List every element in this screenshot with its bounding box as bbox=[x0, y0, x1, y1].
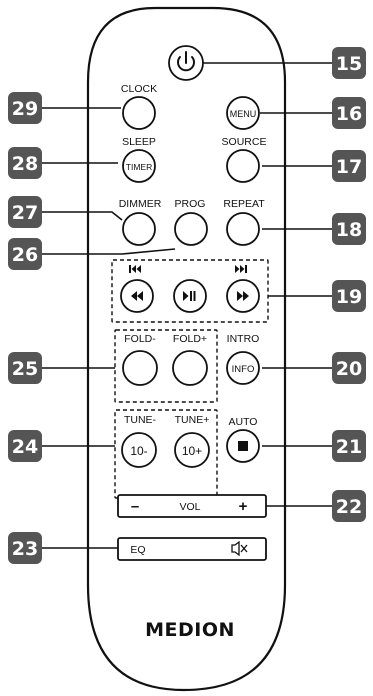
callout-lines bbox=[40, 62, 336, 549]
callout-25: 25 bbox=[8, 352, 42, 384]
ten-plus-label: 10+ bbox=[182, 444, 202, 458]
callout-24: 24 bbox=[8, 430, 42, 462]
svg-text:23: 23 bbox=[12, 538, 38, 560]
fast-forward-icon bbox=[237, 291, 249, 301]
callout-27: 27 bbox=[8, 196, 42, 228]
callout-16: 16 bbox=[332, 97, 366, 129]
svg-text:29: 29 bbox=[12, 98, 38, 120]
brand-logo: MEDION bbox=[145, 619, 235, 641]
ten-plus-button[interactable]: 10+ bbox=[174, 432, 210, 468]
svg-text:15: 15 bbox=[336, 53, 362, 75]
svg-text:25: 25 bbox=[12, 358, 38, 380]
repeat-label: REPEAT bbox=[223, 198, 265, 210]
svg-text:26: 26 bbox=[12, 244, 38, 266]
svg-text:27: 27 bbox=[12, 202, 38, 224]
timer-button-label: TIMER bbox=[126, 162, 152, 172]
play-pause-icon bbox=[183, 291, 196, 301]
callout-18: 18 bbox=[332, 213, 366, 245]
svg-text:28: 28 bbox=[12, 153, 38, 175]
eq-label[interactable]: EQ bbox=[130, 544, 145, 556]
menu-button[interactable]: MENU bbox=[226, 96, 260, 130]
callout-17: 17 bbox=[332, 150, 366, 182]
source-button[interactable] bbox=[226, 149, 260, 183]
ten-minus-button[interactable]: 10- bbox=[121, 432, 157, 468]
callout-19: 19 bbox=[332, 280, 366, 312]
clock-label: CLOCK bbox=[121, 83, 157, 95]
fold-minus-button[interactable] bbox=[122, 350, 158, 386]
eq-mute-bar[interactable]: EQ bbox=[117, 537, 267, 561]
callout-21: 21 bbox=[332, 430, 366, 462]
fold-plus-label: FOLD+ bbox=[173, 333, 207, 345]
clock-button[interactable] bbox=[122, 96, 156, 130]
callout-22: 22 bbox=[332, 490, 366, 522]
source-label: SOURCE bbox=[222, 136, 267, 148]
menu-button-label: MENU bbox=[230, 109, 257, 119]
repeat-button[interactable] bbox=[226, 212, 260, 246]
prog-label: PROG bbox=[175, 198, 206, 210]
power-icon bbox=[177, 51, 195, 72]
power-button[interactable] bbox=[168, 45, 204, 81]
svg-text:17: 17 bbox=[336, 156, 362, 178]
callout-20: 20 bbox=[332, 352, 366, 384]
callout-15: 15 bbox=[332, 47, 366, 79]
transport-group bbox=[111, 259, 269, 323]
vol-plus[interactable]: + bbox=[239, 498, 248, 515]
dimmer-label: DIMMER bbox=[119, 198, 162, 210]
callout-29: 29 bbox=[8, 92, 42, 124]
fold-group bbox=[114, 329, 218, 403]
info-button[interactable]: INFO bbox=[226, 351, 260, 385]
info-button-label: INFO bbox=[232, 364, 255, 375]
rewind-icon bbox=[131, 291, 143, 301]
stop-icon bbox=[238, 441, 248, 451]
svg-text:18: 18 bbox=[336, 219, 362, 241]
tune-minus-label: TUNE- bbox=[124, 414, 157, 426]
dimmer-button[interactable] bbox=[122, 212, 156, 246]
volume-rocker[interactable]: – VOL + bbox=[117, 494, 267, 518]
fast-forward-button[interactable] bbox=[226, 279, 260, 313]
vol-label: VOL bbox=[179, 501, 200, 513]
vol-minus[interactable]: – bbox=[131, 498, 139, 515]
timer-button[interactable]: TIMER bbox=[122, 149, 156, 183]
tune-plus-label: TUNE+ bbox=[175, 414, 210, 426]
svg-text:20: 20 bbox=[336, 358, 362, 380]
prog-button[interactable] bbox=[174, 212, 208, 246]
rewind-button[interactable] bbox=[120, 279, 154, 313]
svg-text:21: 21 bbox=[336, 436, 362, 458]
callout-23: 23 bbox=[8, 532, 42, 564]
skip-back-icon bbox=[129, 265, 141, 273]
svg-text:16: 16 bbox=[336, 103, 362, 125]
callout-26: 26 bbox=[8, 238, 42, 270]
svg-text:22: 22 bbox=[336, 496, 362, 518]
svg-text:19: 19 bbox=[336, 286, 362, 308]
stop-button[interactable] bbox=[226, 429, 260, 463]
intro-label: INTRO bbox=[227, 333, 260, 345]
svg-text:24: 24 bbox=[12, 436, 38, 458]
callout-28: 28 bbox=[8, 147, 42, 179]
play-pause-button[interactable] bbox=[173, 279, 207, 313]
auto-label: AUTO bbox=[229, 416, 258, 428]
mute-icon[interactable] bbox=[231, 540, 248, 557]
skip-forward-icon bbox=[235, 265, 247, 273]
fold-minus-label: FOLD- bbox=[124, 333, 156, 345]
ten-minus-label: 10- bbox=[130, 444, 147, 458]
sleep-label: SLEEP bbox=[122, 136, 156, 148]
fold-plus-button[interactable] bbox=[172, 350, 208, 386]
